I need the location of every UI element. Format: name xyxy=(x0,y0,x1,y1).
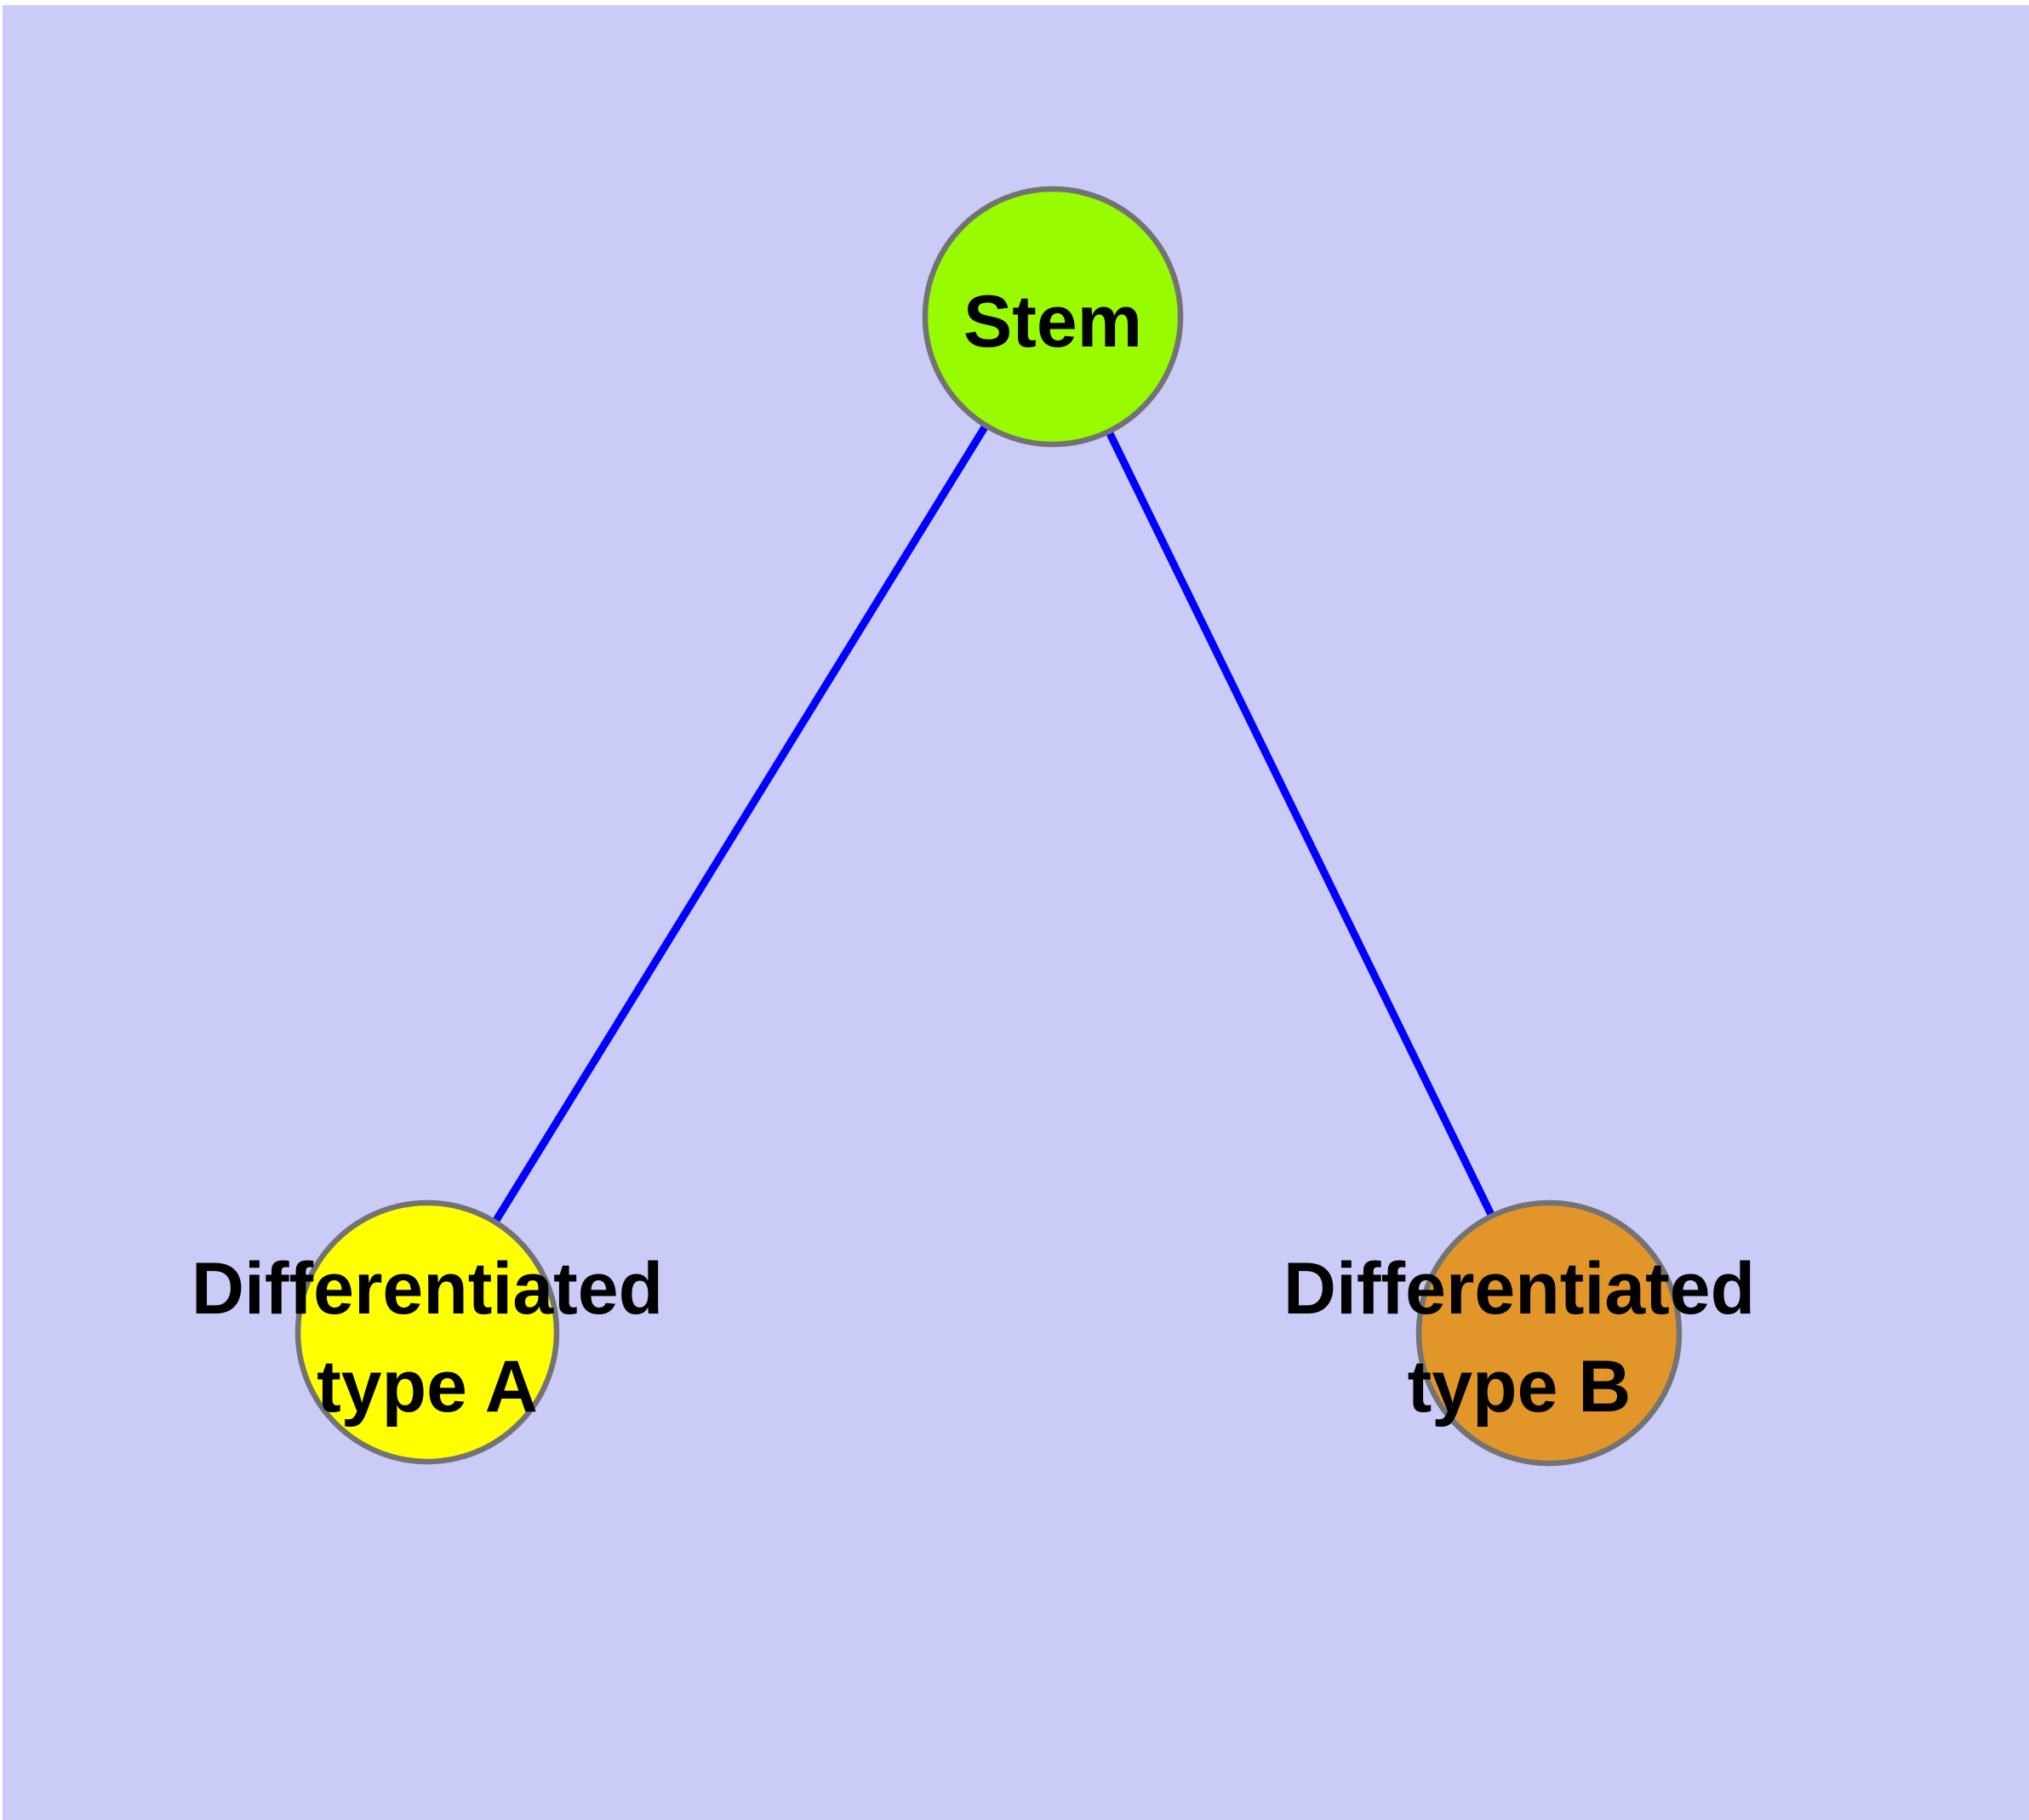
edge-stem-to-type-a xyxy=(424,314,1056,1335)
stem-node-circle xyxy=(922,186,1184,448)
edge-stem-to-type-b xyxy=(1049,315,1553,1335)
differentiated-type-b-node-circle xyxy=(1415,1199,1683,1467)
differentiated-type-a-label-line-1: Differentiated xyxy=(191,1248,663,1330)
differentiated-type-a-node-circle xyxy=(294,1199,560,1465)
differentiated-type-b-label-line-1: Differentiated xyxy=(1283,1248,1755,1330)
differentiated-type-b-label-line-2: type B xyxy=(1408,1346,1632,1428)
stem-node-label: Stem xyxy=(963,281,1142,363)
differentiated-type-a-label-line-2: type A xyxy=(317,1346,538,1428)
